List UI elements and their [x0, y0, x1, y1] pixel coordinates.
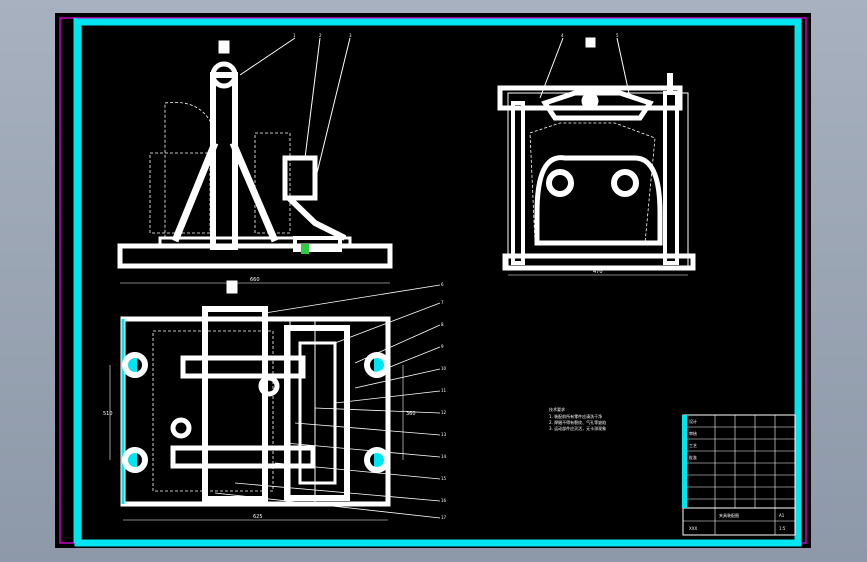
leader-label: 5: [616, 33, 619, 38]
technical-notes: 技术要求 1. 装配前所有零件应清洗干净 2. 焊缝不得有裂纹、气孔等缺陷 3.…: [549, 406, 606, 431]
leader-label: 1: [293, 33, 296, 38]
column: [210, 72, 238, 250]
clamp-cradle: [534, 155, 663, 246]
notes-line: 1. 装配前所有零件应清洗干净: [549, 413, 602, 419]
notes-line: 3. 运动部件应灵活，无卡滞现象: [549, 425, 606, 431]
notes-title: 技术要求: [549, 406, 565, 412]
notes-line: 2. 焊缝不得有裂纹、气孔等缺陷: [549, 419, 606, 425]
company-name: XXX: [689, 526, 697, 531]
side-view: [497, 37, 696, 271]
dim-front-width: 660: [250, 277, 260, 283]
leader-label: 17: [441, 515, 447, 520]
base-plate: [117, 243, 393, 269]
leader-label: 3: [349, 33, 352, 38]
leader-label: 9: [441, 344, 444, 349]
front-view-hidden: [149, 101, 291, 239]
front-view: [117, 37, 393, 269]
leader-label: 13: [441, 432, 447, 437]
dim-right-height: 360: [406, 411, 416, 417]
side-view-hidden: [529, 122, 656, 244]
leader-label: 15: [441, 476, 447, 481]
plan-leaders: [214, 284, 441, 519]
title-block-label: 批准: [689, 454, 697, 460]
leader-label: 12: [441, 410, 447, 415]
title-block-label: 审核: [689, 430, 697, 436]
title-block-text: 设计 审核 工艺 批准 夹具装配图 A1 1:5 XXX: [689, 418, 786, 531]
title-block-label: 工艺: [689, 443, 697, 448]
leader-label: 11: [441, 388, 447, 393]
leader-label: 7: [441, 300, 444, 305]
drawing-number: A1: [779, 513, 785, 518]
drawing-scale: 1:5: [779, 526, 786, 531]
dim-bottom-width: 625: [253, 514, 263, 520]
dim-side-width: 470: [593, 269, 603, 275]
dim-left-height: 510: [103, 411, 113, 417]
leader-numbers: 1 2 3 4 5 6 7 8 9 10 11 12 13 14 15 16 1…: [293, 33, 619, 520]
leader-label: 6: [441, 282, 444, 287]
cad-drawing-viewport[interactable]: 625 510 360 660 470 1 2 3 4 5 6 7 8 9 10…: [55, 13, 811, 548]
leader-label: 16: [441, 498, 447, 503]
title-block-label: 设计: [689, 418, 697, 424]
title-block-cyan-edge: [682, 415, 687, 508]
plan-view-hidden: [152, 330, 274, 492]
leader-label: 14: [441, 454, 447, 459]
dimensions: [109, 274, 688, 521]
leader-label: 4: [561, 33, 564, 38]
plan-view: [120, 280, 391, 507]
drawing-sheet: 625 510 360 660 470 1 2 3 4 5 6 7 8 9 10…: [59, 17, 807, 547]
plan-wheels: [122, 352, 390, 473]
leader-label: 8: [441, 322, 444, 327]
leader-label: 2: [319, 33, 322, 38]
clamp-block: [282, 155, 318, 201]
drawing-name: 夹具装配图: [719, 512, 739, 518]
leader-label: 10: [441, 366, 447, 371]
